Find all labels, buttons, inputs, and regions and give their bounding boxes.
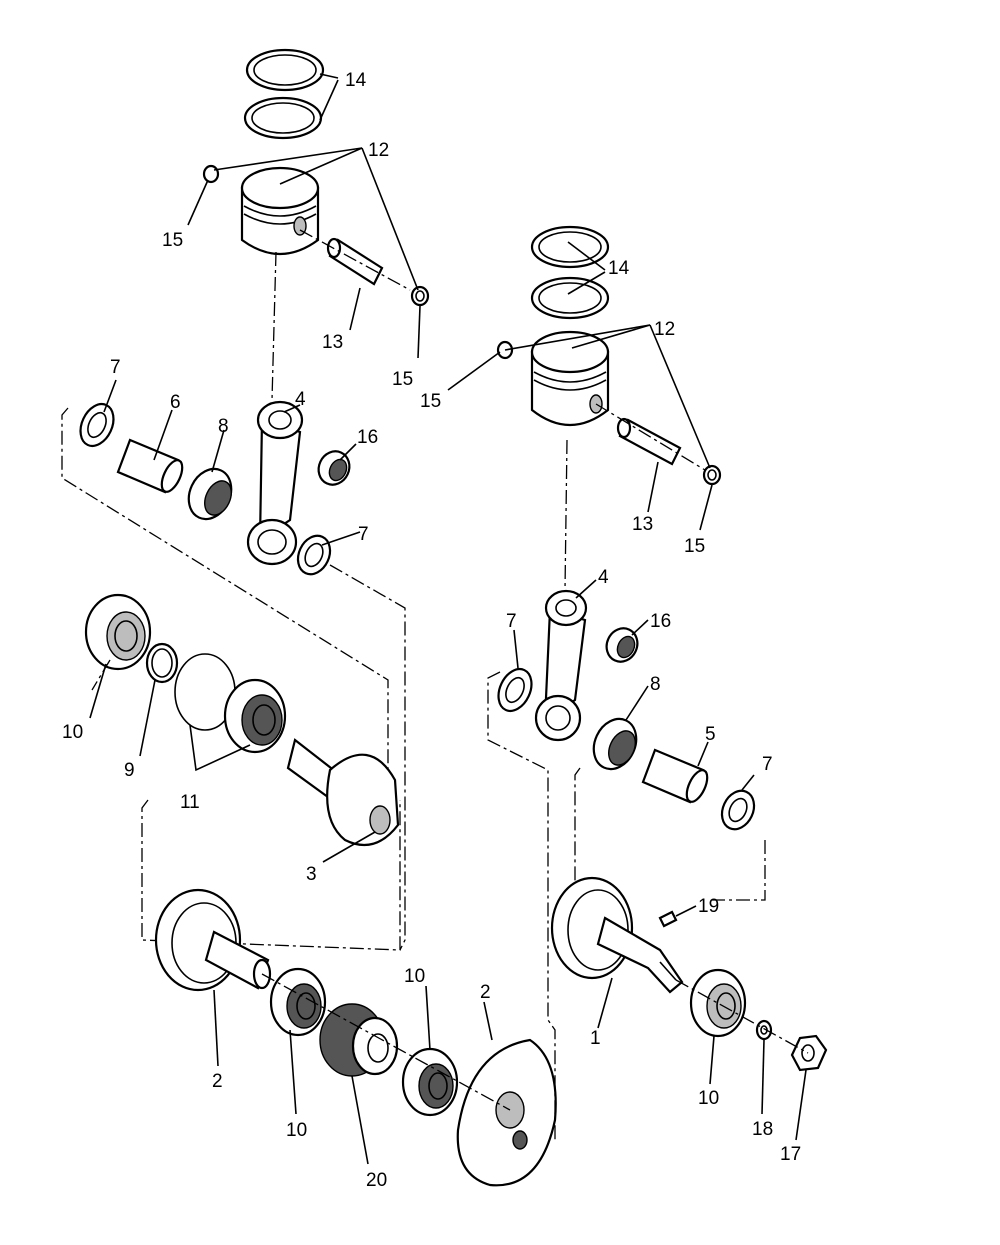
leader-lines [89,73,807,1165]
callout-piston-left: 12 [368,140,389,161]
labyrinth-seal [319,1003,399,1077]
main-bearing-center [401,1047,459,1117]
piston-ring-upper-right [530,225,610,269]
axis-line-left-pin [299,229,411,291]
wrist-pin-right [616,417,682,466]
dash-bracket-left-crank [141,799,401,951]
callout-wrist-pin-right: 13 [632,514,653,535]
woodruff-key [658,910,678,928]
callout-thrust-washer-left-a: 7 [110,357,121,378]
callout-lock-washer: 18 [752,1119,773,1140]
dash-bracket-left-upper [61,407,389,770]
callout-nut: 17 [780,1144,801,1165]
crank-half-left [286,738,400,847]
callout-piston-rings-left: 14 [345,70,367,91]
callout-big-end-bearing-right: 8 [650,674,661,695]
callout-thrust-washer-left-b: 7 [358,524,369,545]
conrod-left [246,400,304,566]
axis-line-right-end [675,979,809,1054]
small-end-bearing-left [317,450,351,486]
crank-pin-left [116,438,184,494]
small-end-bearing-right [605,627,639,663]
lock-washer [755,1019,773,1041]
axis-line-right-pin [595,403,706,471]
main-bearing-left-mid [223,678,287,754]
dash-bracket-right-conrod [487,671,556,1140]
callout-woodruff-key: 19 [698,896,719,917]
thrust-washer-left-lower [296,534,332,576]
callout-crank-wheel-left: 2 [212,1071,223,1092]
crank-pin-right [641,748,709,804]
big-end-bearing-right [592,717,638,771]
crank-end-right [550,876,684,994]
callout-piston-rings-right: 14 [608,258,630,279]
axis-line-right-piston [564,439,568,591]
snap-ring [145,642,179,684]
dash-bracket-right-crank [574,767,581,885]
piston-left [240,166,320,256]
callout-main-bearing-lower-mid: 10 [404,966,425,987]
callout-pin-clip-right-a: 15 [420,391,441,412]
callout-crank-pin-right: 5 [705,724,716,745]
callout-conrod-right: 4 [598,567,609,588]
callout-labyrinth-seal: 20 [366,1170,387,1191]
callout-main-bearing-top: 10 [62,722,83,743]
thrust-washer-left-upper [79,402,115,448]
pin-clip-left-lower [410,285,430,307]
callout-conrod-left: 4 [295,389,306,410]
pin-clip-left-upper [202,164,220,184]
callout-main-bearing-lower-left: 10 [286,1120,307,1141]
callout-crank-pin-left: 6 [170,392,181,413]
callout-pin-clip-right-b: 15 [684,536,705,557]
dash-bracket-right-end [712,840,766,901]
callout-big-end-bearing-left: 8 [218,416,229,437]
thrust-washer-right-upper [497,667,533,713]
callout-snap-ring: 9 [124,760,135,781]
main-bearing-left-upper [84,593,152,671]
thrust-washer-right-lower [720,789,756,831]
callout-thrust-washer-right-a: 7 [506,611,517,632]
piston-ring-upper-left [245,48,325,92]
conrod-right [534,589,588,742]
dash-bracket-left-conrod [329,564,406,951]
callout-thrust-washer-right-b: 7 [762,754,773,775]
callout-pin-clip-left-b: 15 [392,369,413,390]
big-end-bearing-left [187,467,233,521]
callout-small-end-bearing-left: 16 [357,427,378,448]
callout-main-bearing-right: 10 [698,1088,719,1109]
callout-retaining-rings: 11 [180,792,200,813]
nut [790,1034,828,1072]
dash-bracket-left-mid [91,659,111,691]
crank-wheel-left [154,888,272,992]
callout-pin-clip-left-a: 15 [162,230,183,251]
callout-crank-end-right: 1 [590,1028,601,1049]
axis-line-left-piston [271,251,277,401]
main-bearing-right [689,968,747,1038]
callout-crank-half-left: 3 [306,864,317,885]
callout-small-end-bearing-right: 16 [650,611,671,632]
crank-wheel-center [456,1038,557,1187]
callout-wrist-pin-left: 13 [322,332,343,353]
callout-piston-right: 12 [654,319,675,340]
piston-ring-lower-left [243,96,323,140]
callout-crank-wheel-mid: 2 [480,982,491,1003]
axis-line-lower-left [261,973,511,1111]
piston-ring-lower-right [530,276,610,320]
wrist-pin-left [326,237,384,286]
piston-right [530,330,610,427]
main-bearing-left-lower [269,967,327,1037]
pin-clip-right-lower [702,464,722,486]
